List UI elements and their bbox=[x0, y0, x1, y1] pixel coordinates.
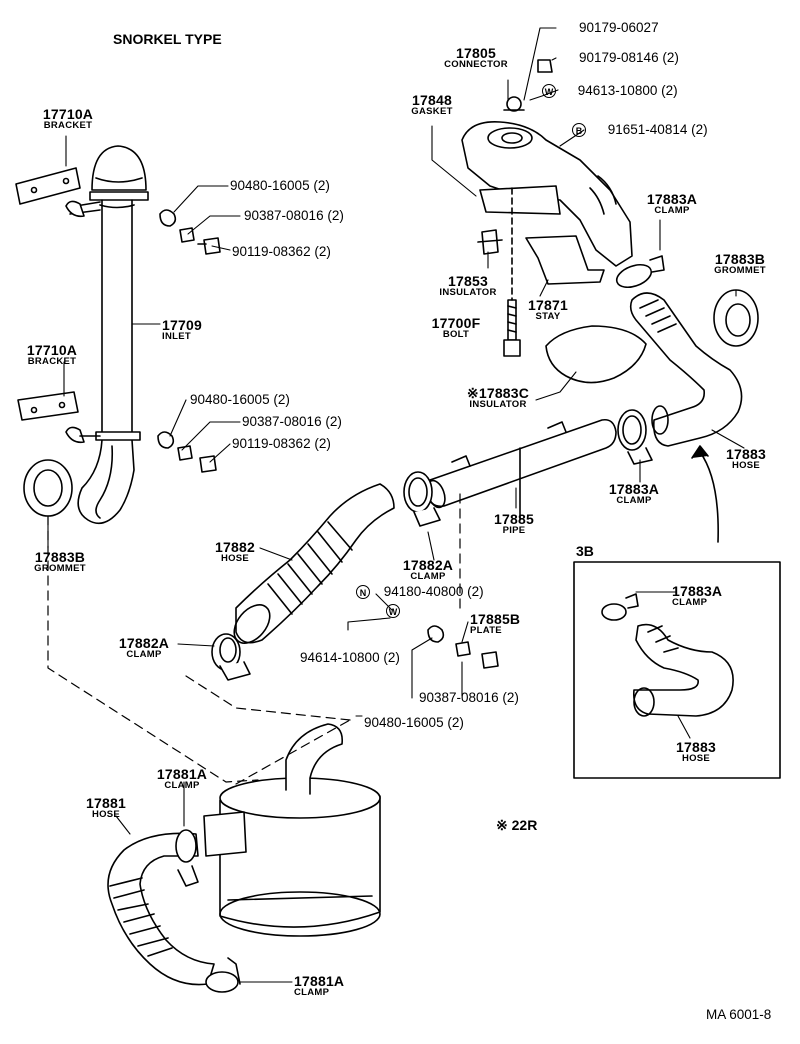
fastener-90119-a[interactable]: 90119-08362 (2) bbox=[232, 244, 331, 259]
fastener-90480-b[interactable]: 90480-16005 (2) bbox=[190, 392, 290, 407]
callout-17883C[interactable]: ※17883C INSULATOR bbox=[466, 385, 530, 410]
callout-17883B-left[interactable]: 17883B GROMMET bbox=[34, 549, 86, 574]
callout-17710A-mid[interactable]: 17710A BRACKET bbox=[26, 342, 78, 367]
callout-17848[interactable]: 17848 GASKET bbox=[411, 92, 453, 117]
callout-17709[interactable]: 17709 INLET bbox=[162, 317, 202, 342]
callout-17710A-top[interactable]: 17710A BRACKET bbox=[42, 106, 94, 131]
callout-17885[interactable]: 17885 PIPE bbox=[494, 511, 534, 536]
fastener-91651[interactable]: B 91651-40814 (2) bbox=[572, 123, 708, 137]
bolt-symbol-icon: B bbox=[572, 123, 586, 137]
callout-17883A-top[interactable]: 17883A CLAMP bbox=[646, 191, 698, 216]
fastener-90179-06027[interactable]: 90179-06027 bbox=[579, 20, 659, 35]
pipe-clamp-drawings bbox=[403, 409, 653, 527]
inset-frame bbox=[573, 561, 781, 779]
fastener-90387-b[interactable]: 90387-08016 (2) bbox=[242, 414, 342, 429]
hose-17883-drawing bbox=[629, 292, 743, 447]
leader-lines bbox=[47, 27, 745, 983]
nut-symbol-icon: N bbox=[356, 585, 370, 599]
callout-17883-inset[interactable]: 17883 HOSE bbox=[676, 739, 716, 764]
variant-note: ※ 22R bbox=[496, 817, 538, 833]
fastener-90480-a[interactable]: 90480-16005 (2) bbox=[230, 178, 330, 193]
washer-symbol-icon: W bbox=[386, 604, 400, 618]
callout-17883B-right[interactable]: 17883B GROMMET bbox=[714, 251, 766, 276]
heat-insulator-drawing bbox=[545, 325, 647, 384]
callout-17883A-inset[interactable]: 17883A CLAMP bbox=[672, 583, 723, 608]
grommet-drawings bbox=[23, 289, 759, 517]
fastener-94613[interactable]: W 94613-10800 (2) bbox=[542, 84, 678, 98]
fastener-94614-washer: W bbox=[386, 604, 400, 618]
fastener-94614[interactable]: 94614-10800 (2) bbox=[300, 650, 400, 665]
callout-17700F[interactable]: 17700F BOLT bbox=[431, 315, 481, 340]
callout-17881A-bot[interactable]: 17881A CLAMP bbox=[294, 973, 345, 998]
reference-code: MA 6001-8 bbox=[706, 1007, 772, 1022]
callout-17882[interactable]: 17882 HOSE bbox=[215, 539, 255, 564]
washer-symbol-icon: W bbox=[542, 84, 556, 98]
fastener-90387-a[interactable]: 90387-08016 (2) bbox=[244, 208, 344, 223]
fastener-90480-c[interactable]: 90480-16005 (2) bbox=[364, 715, 464, 730]
callout-17882A-mid[interactable]: 17882A CLAMP bbox=[402, 557, 454, 582]
callout-17805[interactable]: 17805 CONNECTOR bbox=[444, 45, 508, 70]
callout-17881A-top[interactable]: 17881A CLAMP bbox=[156, 766, 208, 791]
callout-17881[interactable]: 17881 HOSE bbox=[86, 795, 126, 820]
insulator-bolt-drawings bbox=[477, 187, 521, 357]
diagram-title: SNORKEL TYPE bbox=[113, 31, 222, 47]
clamp-17882A-drawing bbox=[211, 633, 251, 681]
fastener-90387-c[interactable]: 90387-08016 (2) bbox=[419, 690, 519, 705]
callout-17871[interactable]: 17871 STAY bbox=[528, 297, 568, 322]
fastener-90119-b[interactable]: 90119-08362 (2) bbox=[232, 436, 331, 451]
callout-17883-main[interactable]: 17883 HOSE bbox=[726, 446, 766, 471]
air-cleaner-drawing bbox=[203, 723, 381, 937]
callout-17883A-mid[interactable]: 17883A CLAMP bbox=[608, 481, 660, 506]
connector-drawing bbox=[461, 59, 633, 285]
callout-17882A-low[interactable]: 17882A CLAMP bbox=[118, 635, 170, 660]
callout-17853[interactable]: 17853 INSULATOR bbox=[439, 273, 497, 298]
fastener-90179-08146[interactable]: 90179-08146 (2) bbox=[579, 50, 679, 65]
callout-17885B[interactable]: 17885B PLATE bbox=[470, 611, 521, 636]
snorkel-inlet-drawing bbox=[77, 145, 149, 525]
inset-label: 3B bbox=[576, 543, 594, 559]
bracket-drawings bbox=[15, 167, 101, 444]
hose-17882-drawing bbox=[233, 483, 395, 644]
middle-fastener-drawings bbox=[427, 625, 499, 669]
fastener-94180[interactable]: N 94180-40800 (2) bbox=[356, 585, 484, 599]
dashed-leaders bbox=[47, 493, 461, 785]
pipe-drawing bbox=[426, 418, 617, 521]
inset-arrow bbox=[699, 451, 719, 543]
hose-17881-drawing bbox=[107, 829, 241, 993]
inset-hose-drawing bbox=[601, 593, 734, 717]
clamp-17883A-top-drawing bbox=[615, 255, 665, 289]
